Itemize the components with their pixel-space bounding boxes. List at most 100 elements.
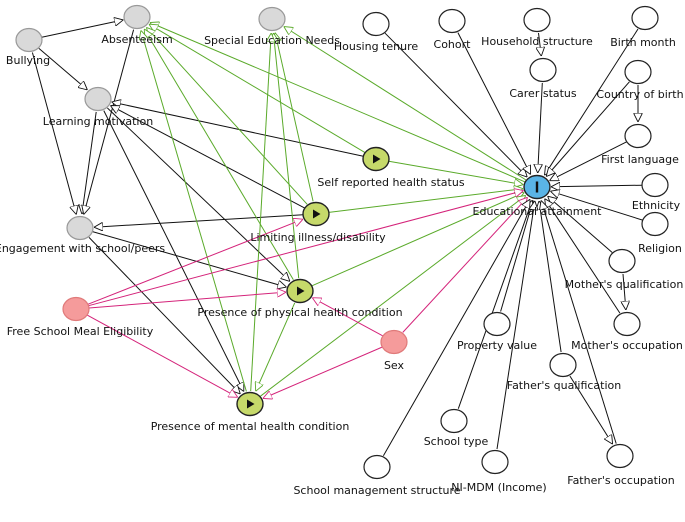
node-circle-motherocc[interactable] — [613, 311, 641, 337]
node-schoolmgmt[interactable]: School management structure — [293, 454, 461, 498]
edge-fsm-to-mental — [87, 314, 237, 397]
node-circle-schoolmgmt[interactable] — [363, 454, 391, 480]
node-label-nimdm: NI-MDM (Income) — [451, 481, 546, 494]
node-label-fatherqual: Father's qualification — [507, 379, 622, 392]
node-carer[interactable]: Carer status — [509, 57, 577, 101]
node-label-schooltype: School type — [424, 435, 489, 448]
node-cohort[interactable]: Cohort — [434, 8, 472, 52]
node-motherqual[interactable]: Mother's qualification — [565, 248, 684, 292]
node-engagement[interactable]: Engagement with school/peers — [0, 215, 165, 256]
node-household[interactable]: Household structure — [481, 7, 593, 49]
node-firstlang[interactable]: First language — [601, 123, 679, 167]
node-circle-absenteeism[interactable] — [123, 4, 151, 30]
node-circle-carer[interactable] — [529, 57, 557, 83]
edge-layer — [31, 20, 643, 456]
edge-bullying-to-engagement — [31, 52, 76, 215]
node-bullying[interactable]: Bullying — [6, 27, 50, 68]
node-label-selfhealth: Self reported health status — [317, 176, 464, 189]
edge-mental-to-sen — [250, 33, 272, 392]
edge-learning-to-mental — [103, 110, 244, 392]
node-absenteeism[interactable]: Absenteeism — [101, 4, 173, 47]
node-motherocc[interactable]: Mother's occupation — [571, 311, 683, 353]
node-circle-learning[interactable] — [84, 86, 112, 112]
node-housing[interactable]: Housing tenure — [334, 11, 419, 54]
node-fsm[interactable]: Free School Meal Eligibility — [7, 296, 154, 339]
edge-limiting-to-engagement — [94, 214, 304, 227]
edge-physical-to-outcome — [311, 193, 524, 287]
node-label-bullying: Bullying — [6, 54, 50, 67]
node-fatherocc[interactable]: Father's occupation — [567, 443, 675, 488]
node-circle-fsm[interactable] — [62, 296, 90, 322]
node-circle-ethnicity[interactable] — [641, 172, 669, 198]
node-label-physical: Presence of physical health condition — [197, 306, 402, 319]
node-circle-bullying[interactable] — [15, 27, 43, 53]
node-label-mental: Presence of mental health condition — [151, 420, 350, 433]
edge-mental-to-outcome — [260, 195, 525, 397]
edge-bullying-to-learning — [38, 48, 88, 90]
edge-fatherqual-to-outcome — [539, 201, 562, 353]
node-fatherqual[interactable]: Father's qualification — [507, 352, 622, 393]
node-nimdm[interactable]: NI-MDM (Income) — [451, 449, 547, 495]
node-circle-fatherqual[interactable] — [549, 352, 577, 378]
edge-limiting-to-absenteeism — [146, 27, 308, 205]
node-circle-religion[interactable] — [641, 211, 669, 237]
node-outcome[interactable]: Educational attainment — [473, 174, 603, 219]
node-schooltype[interactable]: School type — [424, 408, 489, 449]
node-circle-sen[interactable] — [258, 6, 286, 32]
node-circle-schooltype[interactable] — [440, 408, 468, 434]
exposure-play-icon — [247, 399, 255, 409]
edge-fatherocc-to-outcome — [541, 200, 617, 444]
node-circle-property[interactable] — [483, 311, 511, 337]
node-circle-nimdm[interactable] — [481, 449, 509, 475]
edge-schoolmgmt-to-outcome — [382, 199, 530, 456]
edge-bullying-to-absenteeism — [41, 20, 124, 38]
node-circle-cohort[interactable] — [438, 8, 466, 34]
node-selfhealth[interactable]: Self reported health status — [317, 146, 465, 190]
edge-physical-to-absenteeism — [144, 29, 294, 281]
exposure-play-icon — [313, 209, 321, 219]
edge-fatherqual-to-fatherocc — [569, 375, 613, 444]
node-label-birthmonth: Birth month — [610, 36, 676, 49]
node-circle-birthmonth[interactable] — [631, 5, 659, 31]
node-label-household: Household structure — [481, 35, 593, 48]
node-mental[interactable]: Presence of mental health condition — [151, 391, 350, 434]
node-circle-housing[interactable] — [362, 11, 390, 37]
node-label-sex: Sex — [384, 359, 405, 372]
edge-selfhealth-to-learning — [112, 102, 364, 157]
node-physical[interactable]: Presence of physical health condition — [197, 278, 403, 320]
node-circle-motherqual[interactable] — [608, 248, 636, 274]
edge-mental-to-absenteeism — [141, 30, 247, 392]
node-label-motherqual: Mother's qualification — [565, 278, 684, 291]
node-circle-engagement[interactable] — [66, 215, 94, 241]
node-circle-fatherocc[interactable] — [606, 443, 634, 469]
node-country[interactable]: Country of birth — [596, 59, 684, 102]
node-sen[interactable]: Special Education Needs — [204, 6, 340, 48]
node-circle-firstlang[interactable] — [624, 123, 652, 149]
node-circle-household[interactable] — [523, 7, 551, 33]
edge-learning-to-physical — [107, 107, 290, 281]
edge-sex-to-outcome — [402, 197, 528, 333]
node-ethnicity[interactable]: Ethnicity — [632, 172, 681, 213]
node-label-religion: Religion — [638, 242, 682, 255]
node-label-absenteeism: Absenteeism — [101, 33, 172, 46]
node-learning[interactable]: Learning motivation — [43, 86, 153, 129]
node-limiting[interactable]: Limiting illness/disability — [250, 201, 386, 245]
edge-selfhealth-to-outcome — [388, 160, 523, 184]
edge-household-to-carer — [539, 32, 542, 56]
edge-absenteeism-to-engagement — [84, 29, 135, 215]
edge-firstlang-to-outcome — [550, 141, 627, 181]
node-circle-country[interactable] — [624, 59, 652, 85]
node-birthmonth[interactable]: Birth month — [610, 5, 676, 50]
node-religion[interactable]: Religion — [638, 211, 682, 256]
node-label-ethnicity: Ethnicity — [632, 199, 681, 212]
node-property[interactable]: Property value — [457, 311, 537, 353]
node-circle-sex[interactable] — [380, 329, 408, 355]
edge-engagement-to-physical — [92, 231, 287, 288]
node-label-limiting: Limiting illness/disability — [250, 231, 386, 244]
edge-fsm-to-outcome — [88, 191, 524, 307]
node-sex[interactable]: Sex — [380, 329, 408, 373]
edge-physical-to-mental — [256, 302, 296, 391]
edge-housing-to-outcome — [384, 32, 527, 177]
edge-property-to-outcome — [500, 200, 533, 312]
